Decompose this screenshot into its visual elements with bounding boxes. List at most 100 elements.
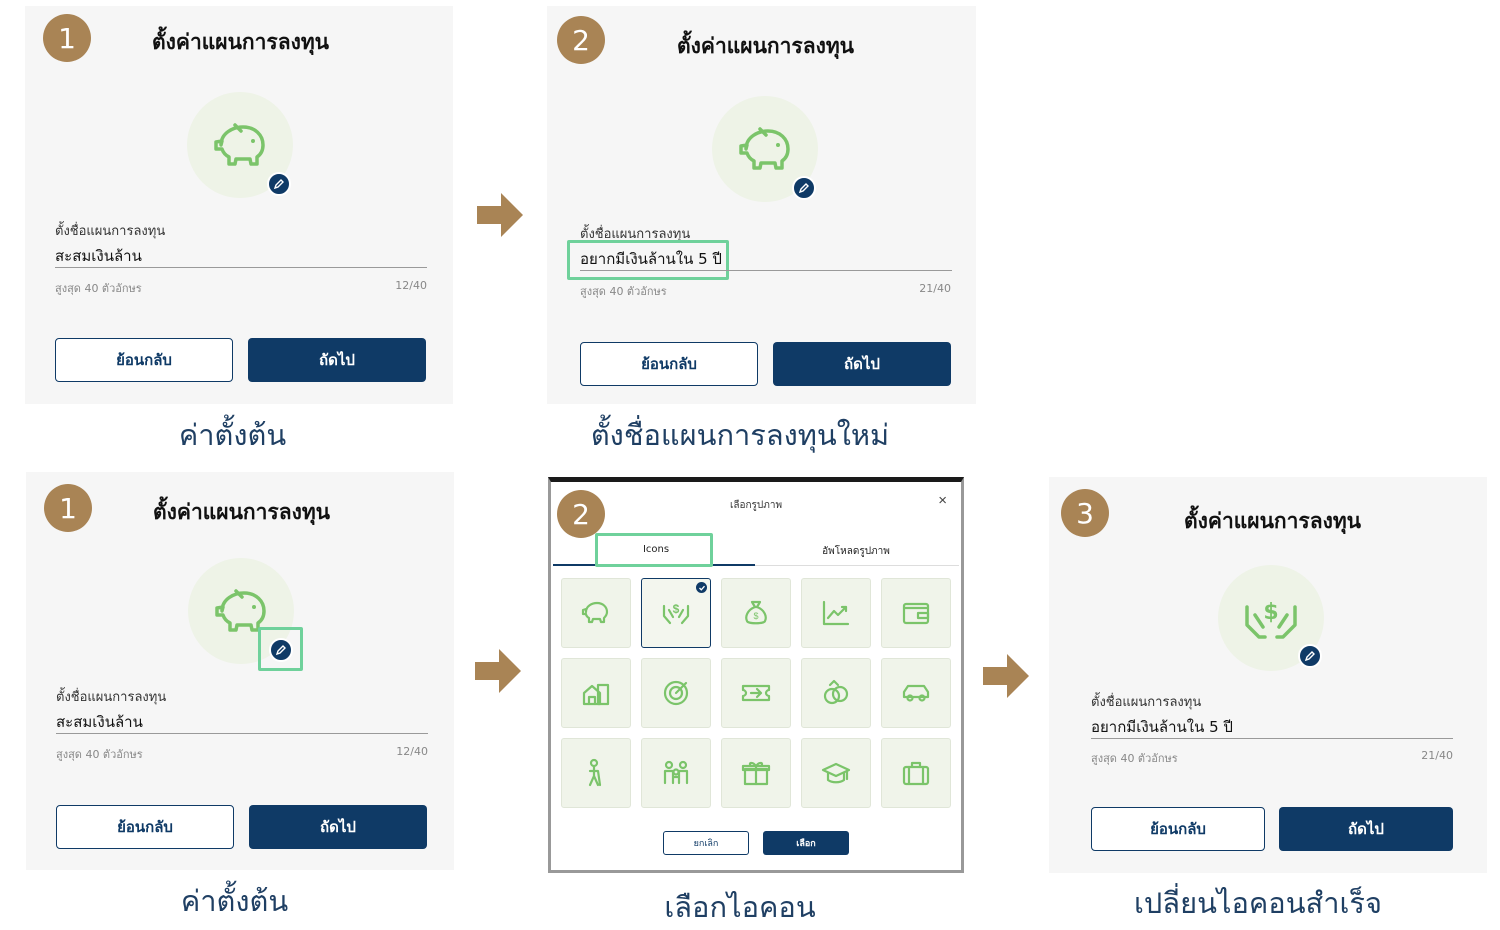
pencil-icon bbox=[798, 183, 809, 194]
car-icon bbox=[902, 684, 930, 702]
plan-name-label: ตั้งชื่อแผนการลงทุน bbox=[55, 224, 166, 239]
icon-option[interactable] bbox=[881, 578, 951, 648]
next-button[interactable]: ถัดไป bbox=[1279, 807, 1453, 851]
graduation-cap-icon bbox=[821, 762, 851, 784]
hands-money-icon: $ bbox=[662, 602, 690, 625]
icon-option[interactable] bbox=[881, 658, 951, 728]
caption-default: ค่าตั้งต้น bbox=[178, 418, 287, 452]
icon-option[interactable] bbox=[561, 738, 631, 808]
pencil-icon bbox=[275, 645, 286, 656]
gift-icon bbox=[741, 761, 771, 786]
char-counter: 21/40 bbox=[1421, 749, 1453, 762]
step-badge: 1 bbox=[44, 484, 92, 532]
step-badge: 2 bbox=[557, 490, 605, 538]
plan-name-input[interactable]: สะสมเงินล้าน bbox=[55, 247, 142, 265]
icon-option[interactable] bbox=[561, 658, 631, 728]
caption-choose-icon: เลือกไอคอน bbox=[664, 890, 816, 924]
family-icon bbox=[663, 760, 689, 785]
edit-icon-button[interactable] bbox=[269, 638, 293, 662]
cancel-button[interactable]: ยกเลิก bbox=[663, 831, 749, 855]
settings-panel-icon-changed: 3 ตั้งค่าแผนการลงทุน $ ตั้งชื่อแผนการลงท… bbox=[1049, 477, 1487, 873]
svg-text:$: $ bbox=[673, 602, 680, 616]
plan-name-input[interactable]: อยากมีเงินล้านใน 5 ปี bbox=[580, 250, 722, 268]
caption-default-2: ค่าตั้งต้น bbox=[180, 884, 289, 918]
input-underline bbox=[56, 733, 428, 734]
plan-name-label: ตั้งชื่อแผนการลงทุน bbox=[1091, 695, 1202, 710]
next-button[interactable]: ถัดไป bbox=[249, 805, 427, 849]
char-counter: 12/40 bbox=[396, 745, 428, 758]
next-button[interactable]: ถัดไป bbox=[248, 338, 426, 382]
step-badge: 1 bbox=[43, 14, 91, 62]
tab-divider bbox=[553, 565, 959, 566]
panel-title: ตั้งค่าแผนการลงทุน bbox=[153, 500, 331, 524]
close-icon[interactable]: × bbox=[938, 492, 947, 509]
svg-text:$: $ bbox=[1263, 600, 1278, 625]
icon-option[interactable] bbox=[641, 738, 711, 808]
panel-title: ตั้งค่าแผนการลงทุน bbox=[152, 30, 330, 54]
select-button[interactable]: เลือก bbox=[763, 831, 849, 855]
caption-icon-changed: เปลี่ยนไอคอนสำเร็จ bbox=[1133, 886, 1382, 920]
hands-money-icon: $ bbox=[1245, 600, 1297, 639]
max-length-hint: สูงสุด 40 ตัวอักษร bbox=[55, 282, 142, 295]
settings-panel-default: 1 ตั้งค่าแผนการลงทุน ตั้งชื่อแผนการลงทุน… bbox=[25, 6, 453, 404]
input-underline bbox=[1091, 738, 1453, 739]
modal-title: เลือกรูปภาพ bbox=[729, 500, 783, 511]
next-button[interactable]: ถัดไป bbox=[773, 342, 951, 386]
tab-highlight bbox=[595, 533, 713, 567]
plan-name-label: ตั้งชื่อแผนการลงทุน bbox=[56, 690, 167, 705]
panel-title: ตั้งค่าแผนการลงทุน bbox=[677, 34, 855, 58]
svg-text:$: $ bbox=[753, 611, 758, 621]
edit-button-highlight bbox=[258, 627, 303, 671]
elderly-icon bbox=[588, 758, 602, 787]
input-underline bbox=[55, 267, 427, 268]
tab-icons[interactable]: Icons bbox=[642, 544, 670, 555]
check-icon bbox=[696, 582, 707, 593]
back-button[interactable]: ย้อนกลับ bbox=[56, 805, 234, 849]
piggy-bank-icon bbox=[215, 589, 266, 632]
back-button[interactable]: ย้อนกลับ bbox=[1091, 807, 1265, 851]
icon-option[interactable] bbox=[801, 658, 871, 728]
step-badge: 3 bbox=[1061, 489, 1109, 537]
settings-panel-default-edit: 1 ตั้งค่าแผนการลงทุน ตั้งชื่อแผนการลงทุน… bbox=[26, 472, 454, 870]
panel-title: ตั้งค่าแผนการลงทุน bbox=[1184, 509, 1362, 533]
char-counter: 12/40 bbox=[395, 279, 427, 292]
icon-option[interactable]: $ bbox=[721, 578, 791, 648]
ticket-icon bbox=[741, 684, 771, 702]
piggy-bank-icon bbox=[214, 123, 265, 166]
piggy-bank-icon bbox=[581, 601, 609, 624]
arrow-right-icon bbox=[983, 654, 1029, 698]
money-bag-icon: $ bbox=[745, 600, 767, 625]
icon-option[interactable] bbox=[641, 658, 711, 728]
arrow-right-icon bbox=[477, 193, 523, 237]
edit-icon-button[interactable] bbox=[1298, 644, 1322, 668]
wallet-icon bbox=[902, 602, 930, 625]
chart-trend-icon bbox=[822, 600, 850, 626]
icon-option[interactable] bbox=[881, 738, 951, 808]
plan-name-input[interactable]: สะสมเงินล้าน bbox=[56, 713, 143, 731]
max-length-hint: สูงสุด 40 ตัวอักษร bbox=[580, 285, 667, 298]
suitcase-icon bbox=[902, 761, 930, 786]
back-button[interactable]: ย้อนกลับ bbox=[55, 338, 233, 382]
rings-icon bbox=[823, 679, 849, 705]
target-icon bbox=[663, 680, 689, 706]
settings-panel-rename: 2 ตั้งค่าแผนการลงทุน ตั้งชื่อแผนการลงทุน… bbox=[547, 6, 976, 404]
edit-icon-button[interactable] bbox=[267, 172, 291, 196]
arrow-right-icon bbox=[475, 649, 521, 693]
input-underline bbox=[580, 270, 952, 271]
back-button[interactable]: ย้อนกลับ bbox=[580, 342, 758, 386]
icon-option[interactable] bbox=[801, 738, 871, 808]
tab-upload-image[interactable]: อัพโหลดรูปภาพ bbox=[822, 546, 890, 557]
max-length-hint: สูงสุด 40 ตัวอักษร bbox=[1091, 752, 1178, 765]
icon-option[interactable] bbox=[721, 658, 791, 728]
pencil-icon bbox=[1304, 651, 1315, 662]
icon-option[interactable] bbox=[801, 578, 871, 648]
house-icon bbox=[582, 683, 610, 706]
edit-icon-button[interactable] bbox=[792, 176, 816, 200]
plan-name-label: ตั้งชื่อแผนการลงทุน bbox=[580, 227, 691, 242]
max-length-hint: สูงสุด 40 ตัวอักษร bbox=[56, 748, 143, 761]
plan-name-input[interactable]: อยากมีเงินล้านใน 5 ปี bbox=[1091, 718, 1233, 736]
icon-option[interactable]: $ bbox=[641, 578, 711, 648]
icon-option[interactable] bbox=[721, 738, 791, 808]
icon-option[interactable] bbox=[561, 578, 631, 648]
icon-picker-modal: 2 เลือกรูปภาพ × Icons อัพโหลดรูปภาพ $ $ ย… bbox=[548, 477, 964, 873]
